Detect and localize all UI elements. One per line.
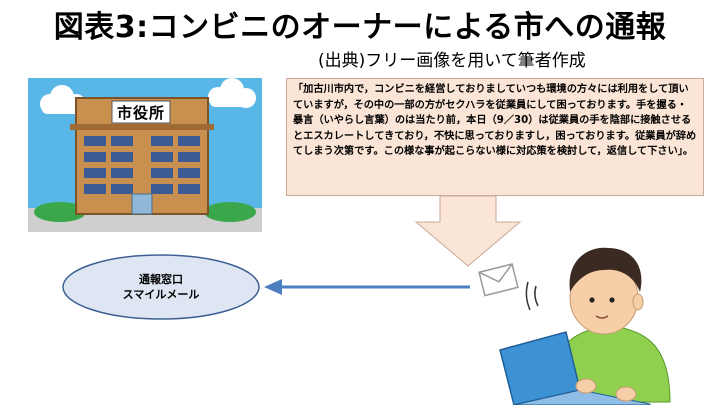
contact-window-line1: 通報窓口 xyxy=(139,273,183,286)
contact-window-line2: スマイルメール xyxy=(122,288,200,301)
contact-window-label: 通報窓口 スマイルメール xyxy=(62,254,260,320)
source-note: (出典)フリー画像を用いて筆者作成 xyxy=(318,51,586,71)
city-hall-sign-text: 市役所 xyxy=(116,103,165,122)
building-windows xyxy=(84,136,200,194)
contact-window-ellipse xyxy=(62,254,260,320)
person-with-laptop-illustration xyxy=(499,247,671,405)
city-hall-illustration xyxy=(28,78,262,232)
building-door xyxy=(131,193,153,215)
complaint-text: 「加古川市内で，コンビニを経営しておりましていつも環境の方々には利用をして頂いて… xyxy=(293,84,697,158)
laptop-base xyxy=(513,389,651,405)
flow-arrow-head xyxy=(264,279,282,295)
page-title: 図表3:コンビニのオーナーによる市への通報 xyxy=(53,10,667,45)
building-ledge xyxy=(70,124,214,130)
city-hall-sign-board xyxy=(111,100,171,124)
bushes xyxy=(34,202,256,222)
cloud-right xyxy=(208,78,256,108)
down-arrow xyxy=(414,195,522,267)
mail-envelope-icon xyxy=(478,263,519,297)
complaint-callout: 「加古川市内で，コンビニを経営しておりましていつも環境の方々には利用をして頂いて… xyxy=(286,78,704,196)
